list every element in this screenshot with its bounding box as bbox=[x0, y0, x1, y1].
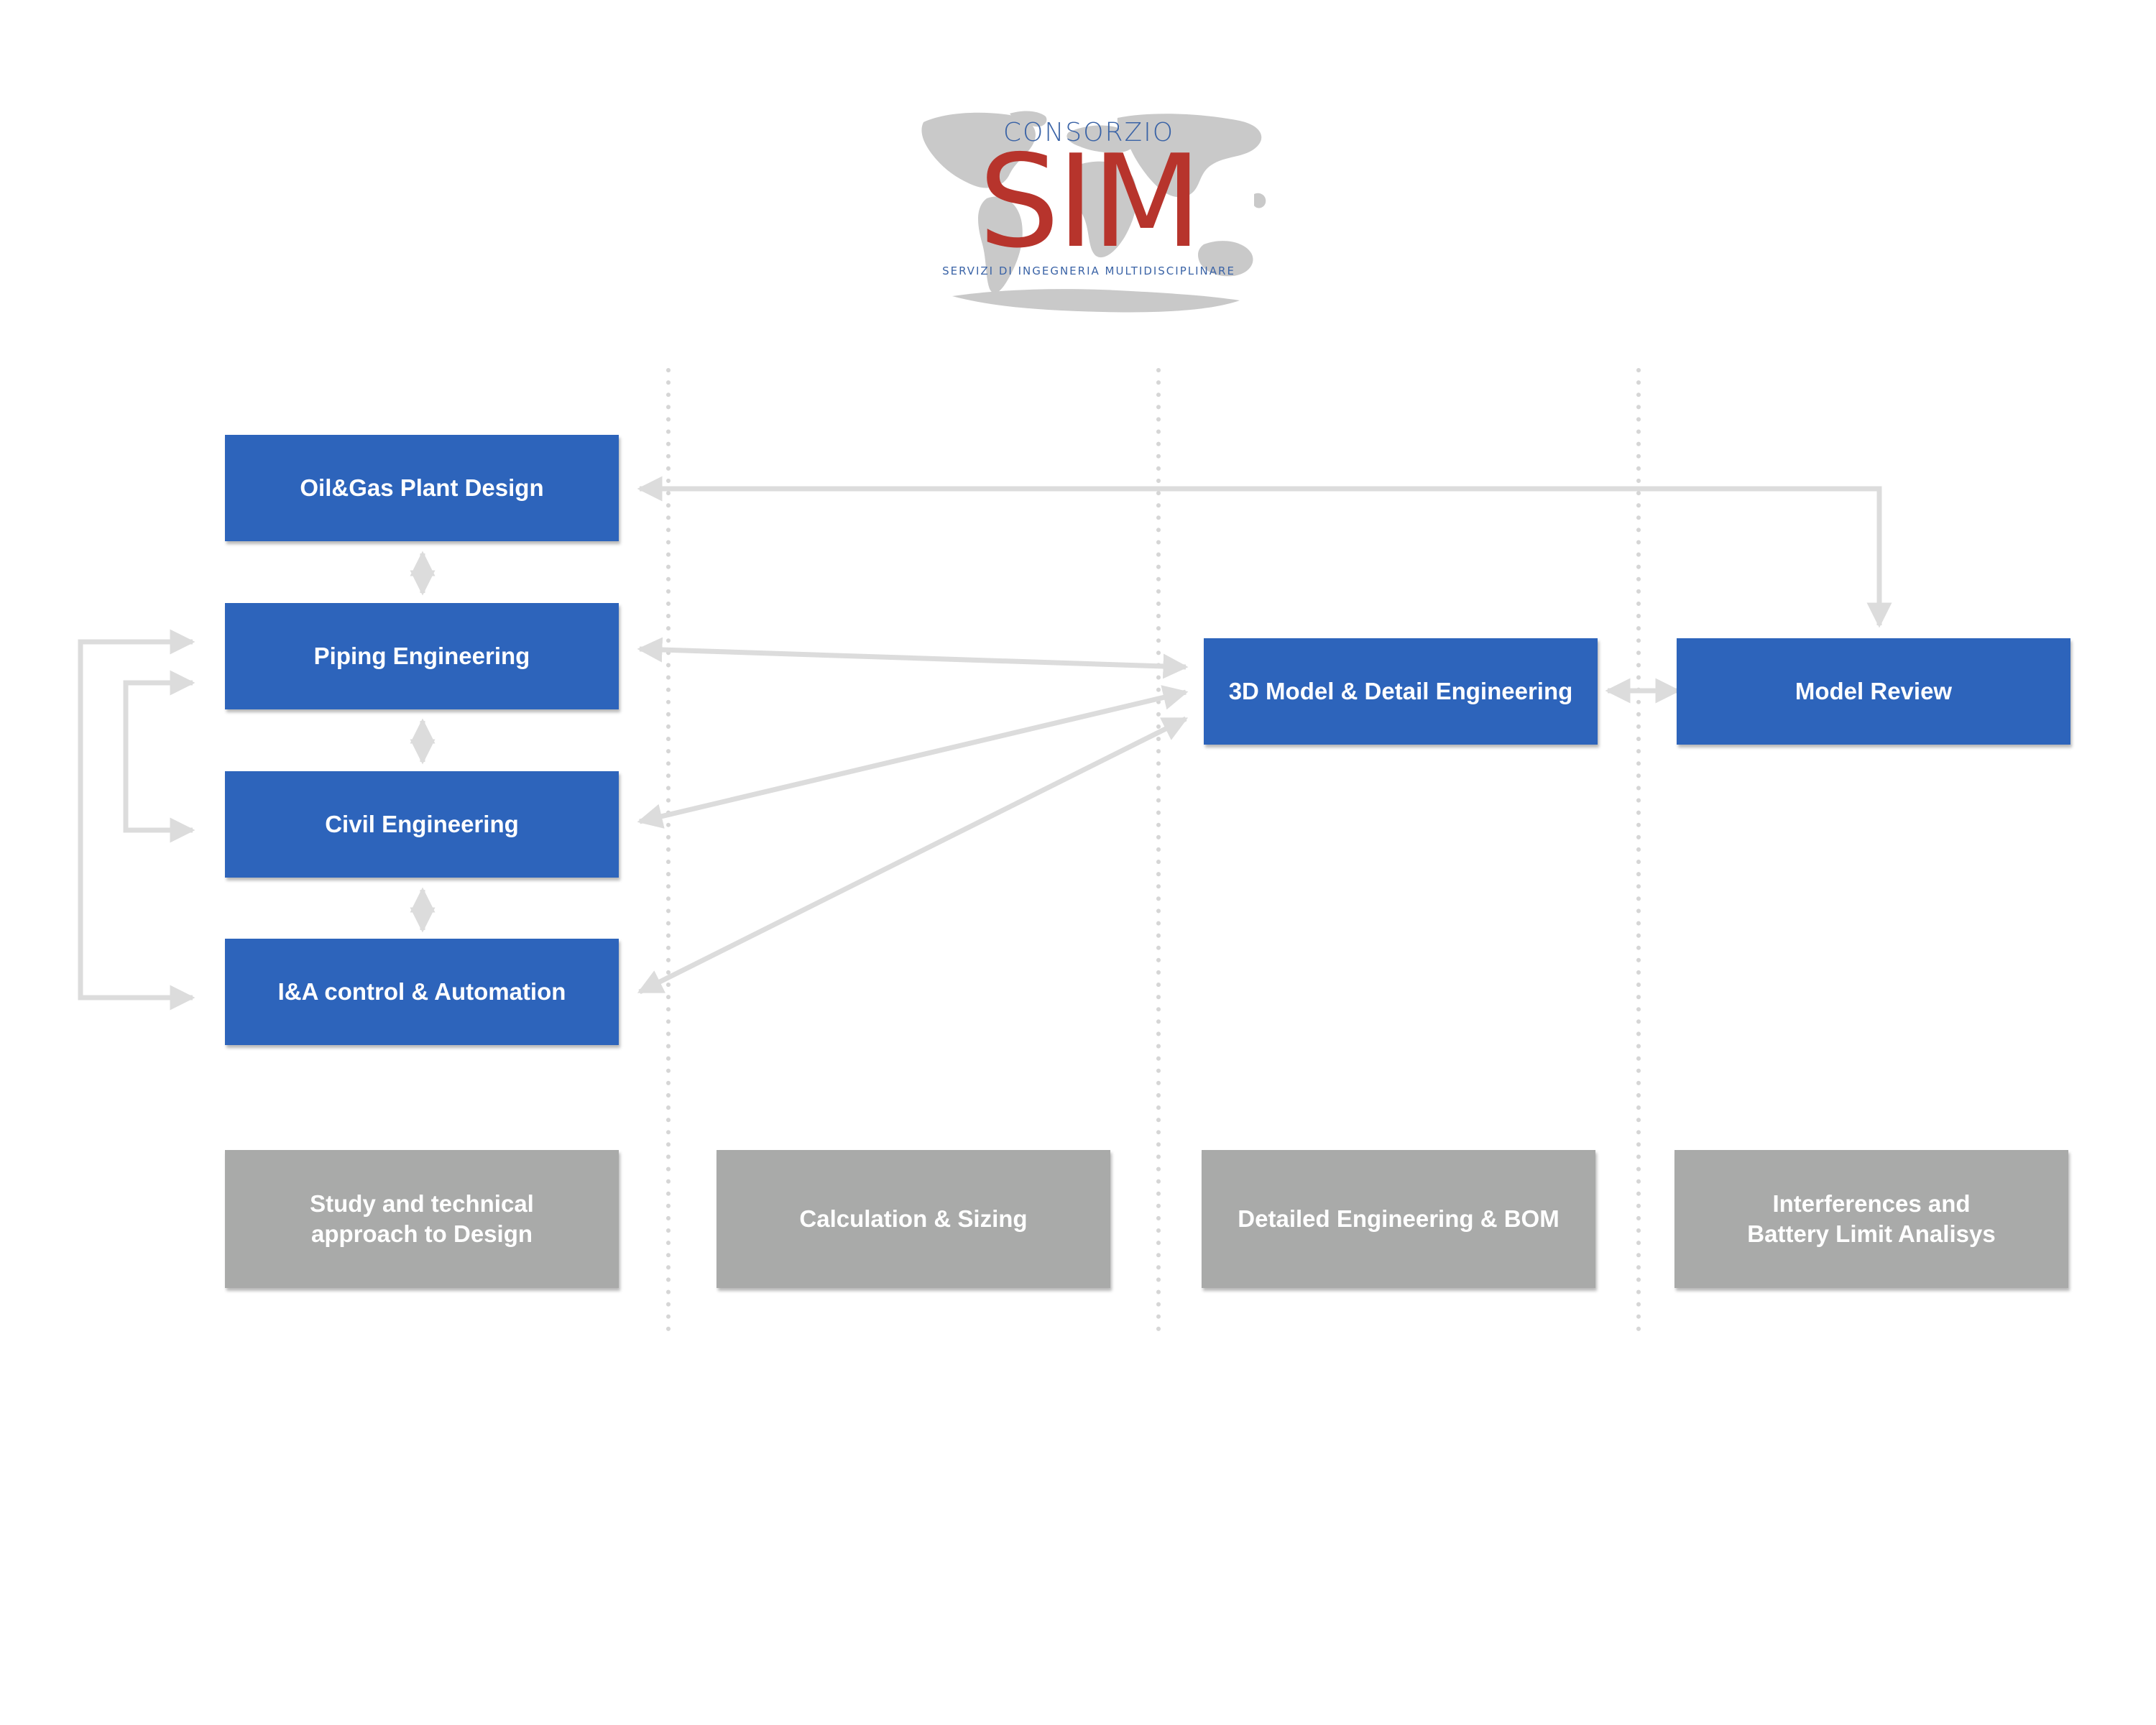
node-piping-engineering-label: Piping Engineering bbox=[313, 643, 530, 669]
arrow-civil-3dmodel bbox=[637, 685, 1189, 829]
node-model-review-label: Model Review bbox=[1795, 678, 1953, 704]
node-piping-engineering[interactable]: Piping Engineering bbox=[225, 603, 619, 709]
phase-interferences-battery-limit: Interferences and Battery Limit Analisys bbox=[1674, 1150, 2068, 1288]
node-civil-engineering[interactable]: Civil Engineering bbox=[225, 771, 619, 878]
arrows bbox=[78, 476, 1892, 1011]
node-model-review[interactable]: Model Review bbox=[1677, 638, 2070, 745]
phase-calculation-sizing: Calculation & Sizing bbox=[717, 1150, 1110, 1288]
arrow-piping-3dmodel bbox=[637, 637, 1189, 679]
phase-study-design-label: Study and technical approach to Design bbox=[310, 1190, 534, 1247]
node-3d-model-detail-engineering-label: 3D Model & Detail Engineering bbox=[1228, 678, 1573, 704]
logo-subtitle: SERVIZI DI INGEGNERIA MULTIDISCIPLINARE bbox=[942, 264, 1235, 277]
logo-consorzio-text: CONSORZIO bbox=[1003, 118, 1175, 147]
world-map-graphic bbox=[921, 111, 1266, 313]
arrow-ia-3dmodel bbox=[637, 716, 1189, 995]
node-oil-gas-plant-design[interactable]: Oil&Gas Plant Design bbox=[225, 435, 619, 541]
node-civil-engineering-label: Civil Engineering bbox=[325, 811, 519, 837]
consorzio-sim-logo: CONSORZIO SIM SERVIZI DI INGEGNERIA MULT… bbox=[902, 108, 1276, 316]
phase-interferences-battery-limit-label: Interferences and Battery Limit Analisys bbox=[1747, 1190, 1996, 1247]
logo-sim-text: SIM bbox=[978, 127, 1202, 276]
phase-detailed-engineering-bom-label: Detailed Engineering & BOM bbox=[1238, 1205, 1560, 1232]
node-ia-control-automation-label: I&A control & Automation bbox=[277, 978, 566, 1005]
arrow-loop-outer bbox=[78, 629, 195, 1011]
node-3d-model-detail-engineering[interactable]: 3D Model & Detail Engineering bbox=[1204, 638, 1598, 745]
arrow-oilgas-modelreview bbox=[637, 476, 1892, 628]
node-oil-gas-plant-design-label: Oil&Gas Plant Design bbox=[300, 474, 544, 501]
phase-detailed-engineering-bom: Detailed Engineering & BOM bbox=[1202, 1150, 1595, 1288]
phase-study-design: Study and technical approach to Design bbox=[225, 1150, 619, 1288]
arrow-loop-inner bbox=[123, 670, 195, 843]
phase-calculation-sizing-label: Calculation & Sizing bbox=[799, 1205, 1028, 1232]
node-ia-control-automation[interactable]: I&A control & Automation bbox=[225, 939, 619, 1045]
